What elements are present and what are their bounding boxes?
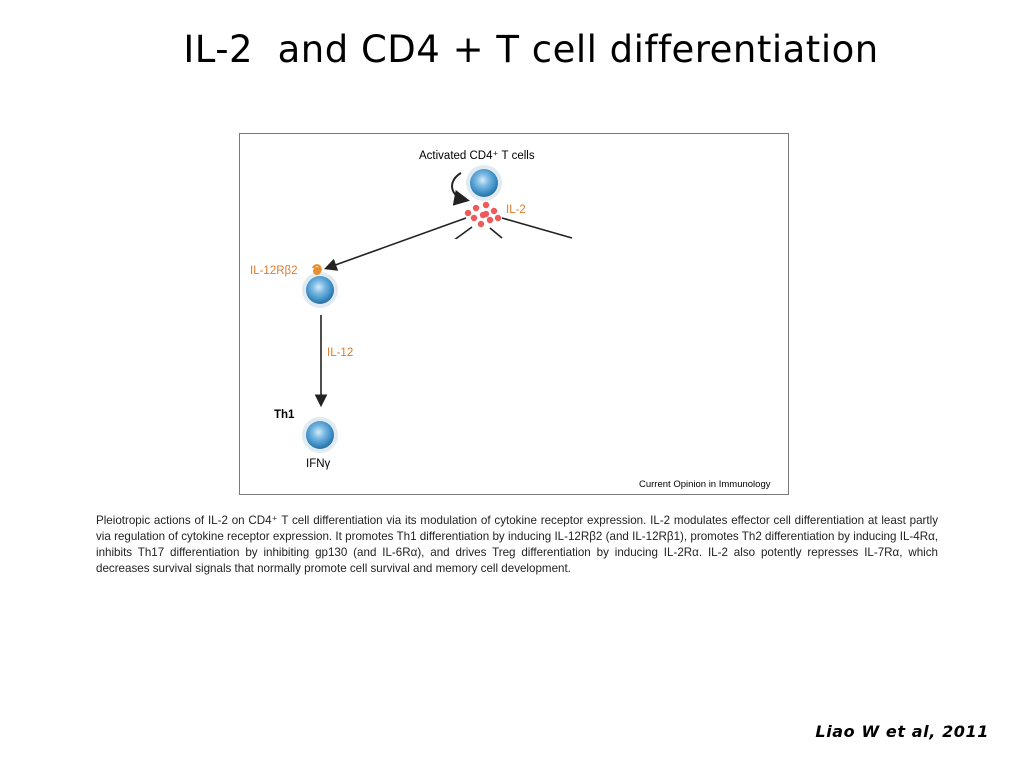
- receptor-label: IL-12Rβ2: [250, 265, 298, 277]
- th1-cell: [302, 417, 338, 453]
- il2-label: IL-2: [506, 204, 526, 216]
- slide-title: IL-2 and CD4 + T cell differentiation: [183, 28, 879, 71]
- arrow-line-3: [489, 227, 503, 239]
- figure-caption: Pleiotropic actions of IL-2 on CD4⁺ T ce…: [96, 514, 938, 575]
- source-label: Current Opinion in Immunology: [639, 479, 771, 490]
- activated-cells-label: Activated CD4⁺ T cells: [419, 150, 535, 162]
- pathway-diagram: [302, 165, 788, 479]
- receptor-cell: [302, 272, 338, 308]
- il2-cytokine-cluster: [464, 201, 502, 228]
- il12-label: IL-12: [327, 347, 354, 359]
- ifn-gamma-label: IFNγ: [306, 458, 331, 470]
- il12r-receptor: [313, 267, 321, 275]
- arrow-line-4: [501, 217, 573, 239]
- arrow-to-th1: [323, 217, 467, 271]
- activated-t-cell: [466, 165, 502, 201]
- figure-panel: Activated CD4⁺ T cells IL-2 IL-12Rβ2 IL-…: [239, 133, 789, 495]
- th1-label: Th1: [274, 409, 295, 421]
- cropped-region: [420, 239, 788, 479]
- autocrine-arrow: [451, 172, 470, 206]
- citation: Liao W et al, 2011: [815, 722, 989, 741]
